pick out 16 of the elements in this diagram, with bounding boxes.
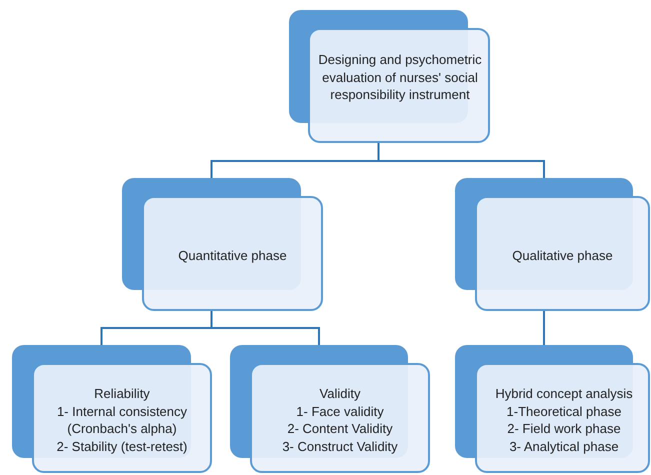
list-item: 3- Construct Validity (281, 438, 399, 455)
connector-line (543, 311, 545, 345)
list-item: 2- Content Validity (286, 420, 394, 438)
connector-line (210, 311, 320, 345)
list-item: 3- Analytical phase (508, 438, 620, 455)
box-label: Hybrid concept analysis (494, 385, 634, 402)
list-item: 1- Face validity (295, 402, 385, 420)
list-item: 2- Field work phase (506, 420, 622, 438)
list-item: 1- Internal consistency (Cronbach's alpha) (56, 402, 188, 438)
list-item: 1-Theoretical phase (506, 402, 622, 420)
list-item: 2- Stability (test-retest) (56, 438, 188, 455)
box-label: Reliability (93, 385, 151, 402)
box-label: Designing and psychometric evaluation of nurses' social responsibility instrument (317, 51, 483, 104)
box-label: Validity (318, 385, 362, 402)
box-label: Qualitative phase (511, 247, 614, 264)
box-label: Quantitative phase (177, 247, 288, 264)
